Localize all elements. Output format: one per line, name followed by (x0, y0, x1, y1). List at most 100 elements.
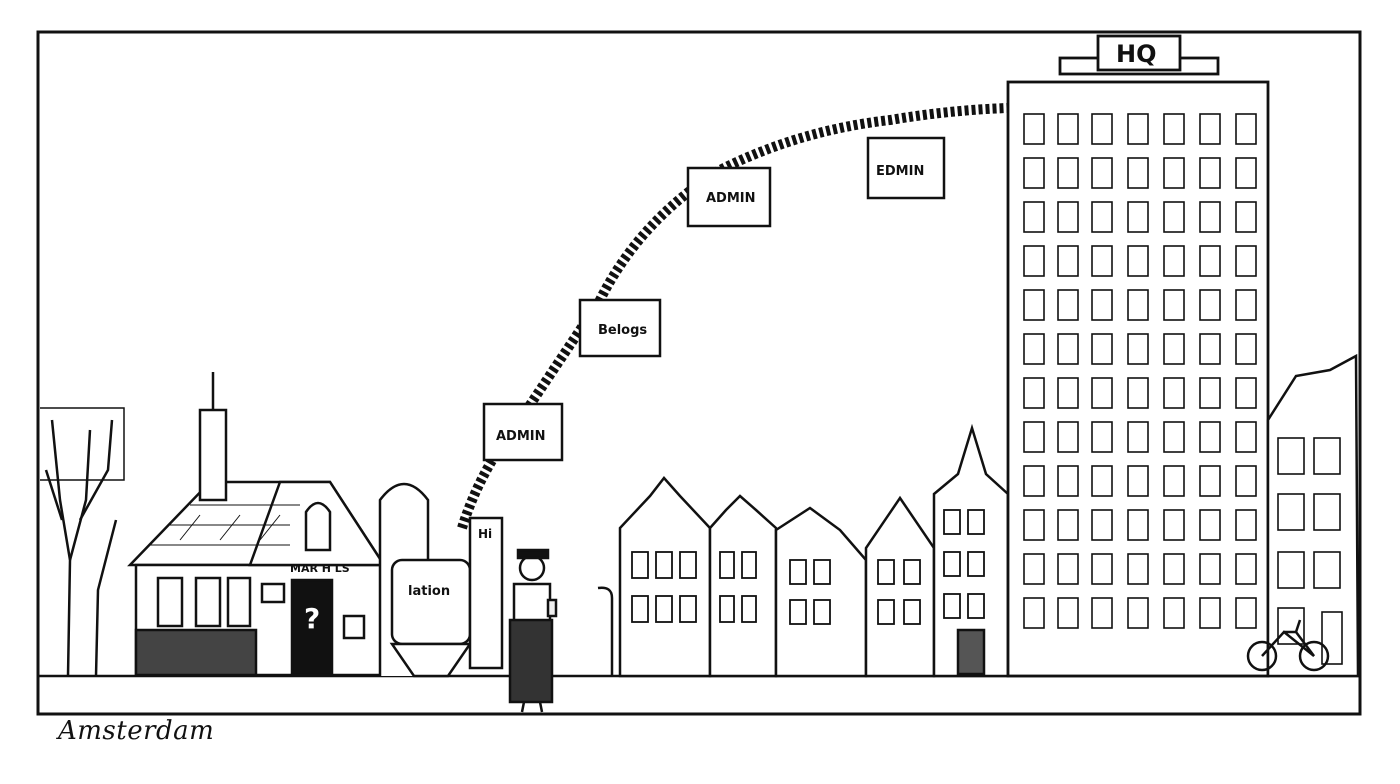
hq-window (1127, 465, 1149, 497)
hq-window (1163, 597, 1185, 629)
silo-label: lation (408, 584, 450, 599)
hq-window (1163, 157, 1185, 189)
hq-windows (1023, 113, 1257, 629)
hq-window (1091, 553, 1113, 585)
hq-window (1235, 509, 1257, 541)
hq-window (1091, 509, 1113, 541)
hq-window (1091, 465, 1113, 497)
hq-window (1199, 333, 1221, 365)
hq-window (1235, 465, 1257, 497)
hq-window (1199, 421, 1221, 453)
hq-window (1235, 553, 1257, 585)
hq-window (1127, 113, 1149, 145)
hq-window (1199, 113, 1221, 145)
cabin-1-label: ADMIN (496, 429, 546, 444)
hq-window (1163, 465, 1185, 497)
hq-window (1235, 245, 1257, 277)
hq-window (1091, 333, 1113, 365)
cabin-2 (578, 298, 662, 358)
hq-window (1235, 421, 1257, 453)
hq-window (1163, 509, 1185, 541)
hq-window (1057, 245, 1079, 277)
door-mark: ? (304, 602, 320, 635)
hq-window (1199, 597, 1221, 629)
hq-window (1057, 421, 1079, 453)
hq-window (1057, 377, 1079, 409)
hq-window (1163, 113, 1185, 145)
hq-window (1023, 289, 1045, 321)
canal-house (127, 372, 387, 677)
hq-window (1057, 333, 1079, 365)
hq-window (1057, 201, 1079, 233)
hq-window (1023, 201, 1045, 233)
hq-window (1023, 597, 1045, 629)
hq-window (1023, 333, 1045, 365)
hq-window (1163, 333, 1185, 365)
hq-window (1163, 421, 1185, 453)
bare-tree (40, 407, 125, 677)
hq-window (1235, 201, 1257, 233)
hq-window (1127, 377, 1149, 409)
hq-window (1127, 509, 1149, 541)
hq-window (1057, 465, 1079, 497)
hq-window (1091, 245, 1113, 277)
hq-window (1199, 289, 1221, 321)
hq-window (1127, 201, 1149, 233)
hq-window (1057, 289, 1079, 321)
hq-window (1023, 553, 1045, 585)
cabin-2-label: Belogs (598, 323, 647, 338)
hq-window (1163, 289, 1185, 321)
hq-window (1057, 113, 1079, 145)
house-sign: MAR H LS (290, 562, 350, 575)
hq-window (1163, 201, 1185, 233)
hq-window (1091, 157, 1113, 189)
hq-window (1091, 421, 1113, 453)
hq-window (1091, 201, 1113, 233)
hq-window (1199, 245, 1221, 277)
cabin-4-label: EDMIN (876, 164, 924, 179)
hq-window (1235, 377, 1257, 409)
hq-window (1091, 289, 1113, 321)
bicycle (1246, 619, 1330, 672)
right-house (1266, 353, 1360, 678)
hq-window (1091, 113, 1113, 145)
hq-sign: HQ (1116, 40, 1157, 68)
hq-window (1199, 157, 1221, 189)
cabin-1 (482, 402, 564, 462)
waiter-figure (508, 548, 558, 713)
hq-window (1127, 597, 1149, 629)
hq-window (1057, 597, 1079, 629)
cabin-4 (866, 136, 946, 200)
hq-window (1235, 157, 1257, 189)
hq-window (1235, 113, 1257, 145)
hq-window (1023, 157, 1045, 189)
hq-window (1127, 245, 1149, 277)
hq-window (1163, 377, 1185, 409)
silo-tanks (378, 482, 504, 678)
hq-window (1127, 157, 1149, 189)
roof-tiles (150, 504, 300, 546)
street-lamp (597, 586, 614, 676)
cabin-3-label: ADMIN (706, 191, 756, 206)
hq-window (1091, 597, 1113, 629)
small-sign: Hi (478, 527, 492, 541)
hq-window (1163, 553, 1185, 585)
hq-window (1023, 465, 1045, 497)
hq-window (1235, 333, 1257, 365)
hq-window (1023, 509, 1045, 541)
hq-window (1057, 553, 1079, 585)
hq-window (1127, 289, 1149, 321)
hq-window (1023, 377, 1045, 409)
hq-window (1023, 421, 1045, 453)
hq-window (1199, 377, 1221, 409)
hq-window (1199, 509, 1221, 541)
hq-window (1199, 465, 1221, 497)
canal-windows (631, 509, 985, 625)
hq-window (1023, 113, 1045, 145)
hq-window (1235, 289, 1257, 321)
cabin-3 (686, 166, 772, 228)
hq-window (1199, 553, 1221, 585)
hq-window (1163, 245, 1185, 277)
cable-line (457, 103, 1009, 530)
